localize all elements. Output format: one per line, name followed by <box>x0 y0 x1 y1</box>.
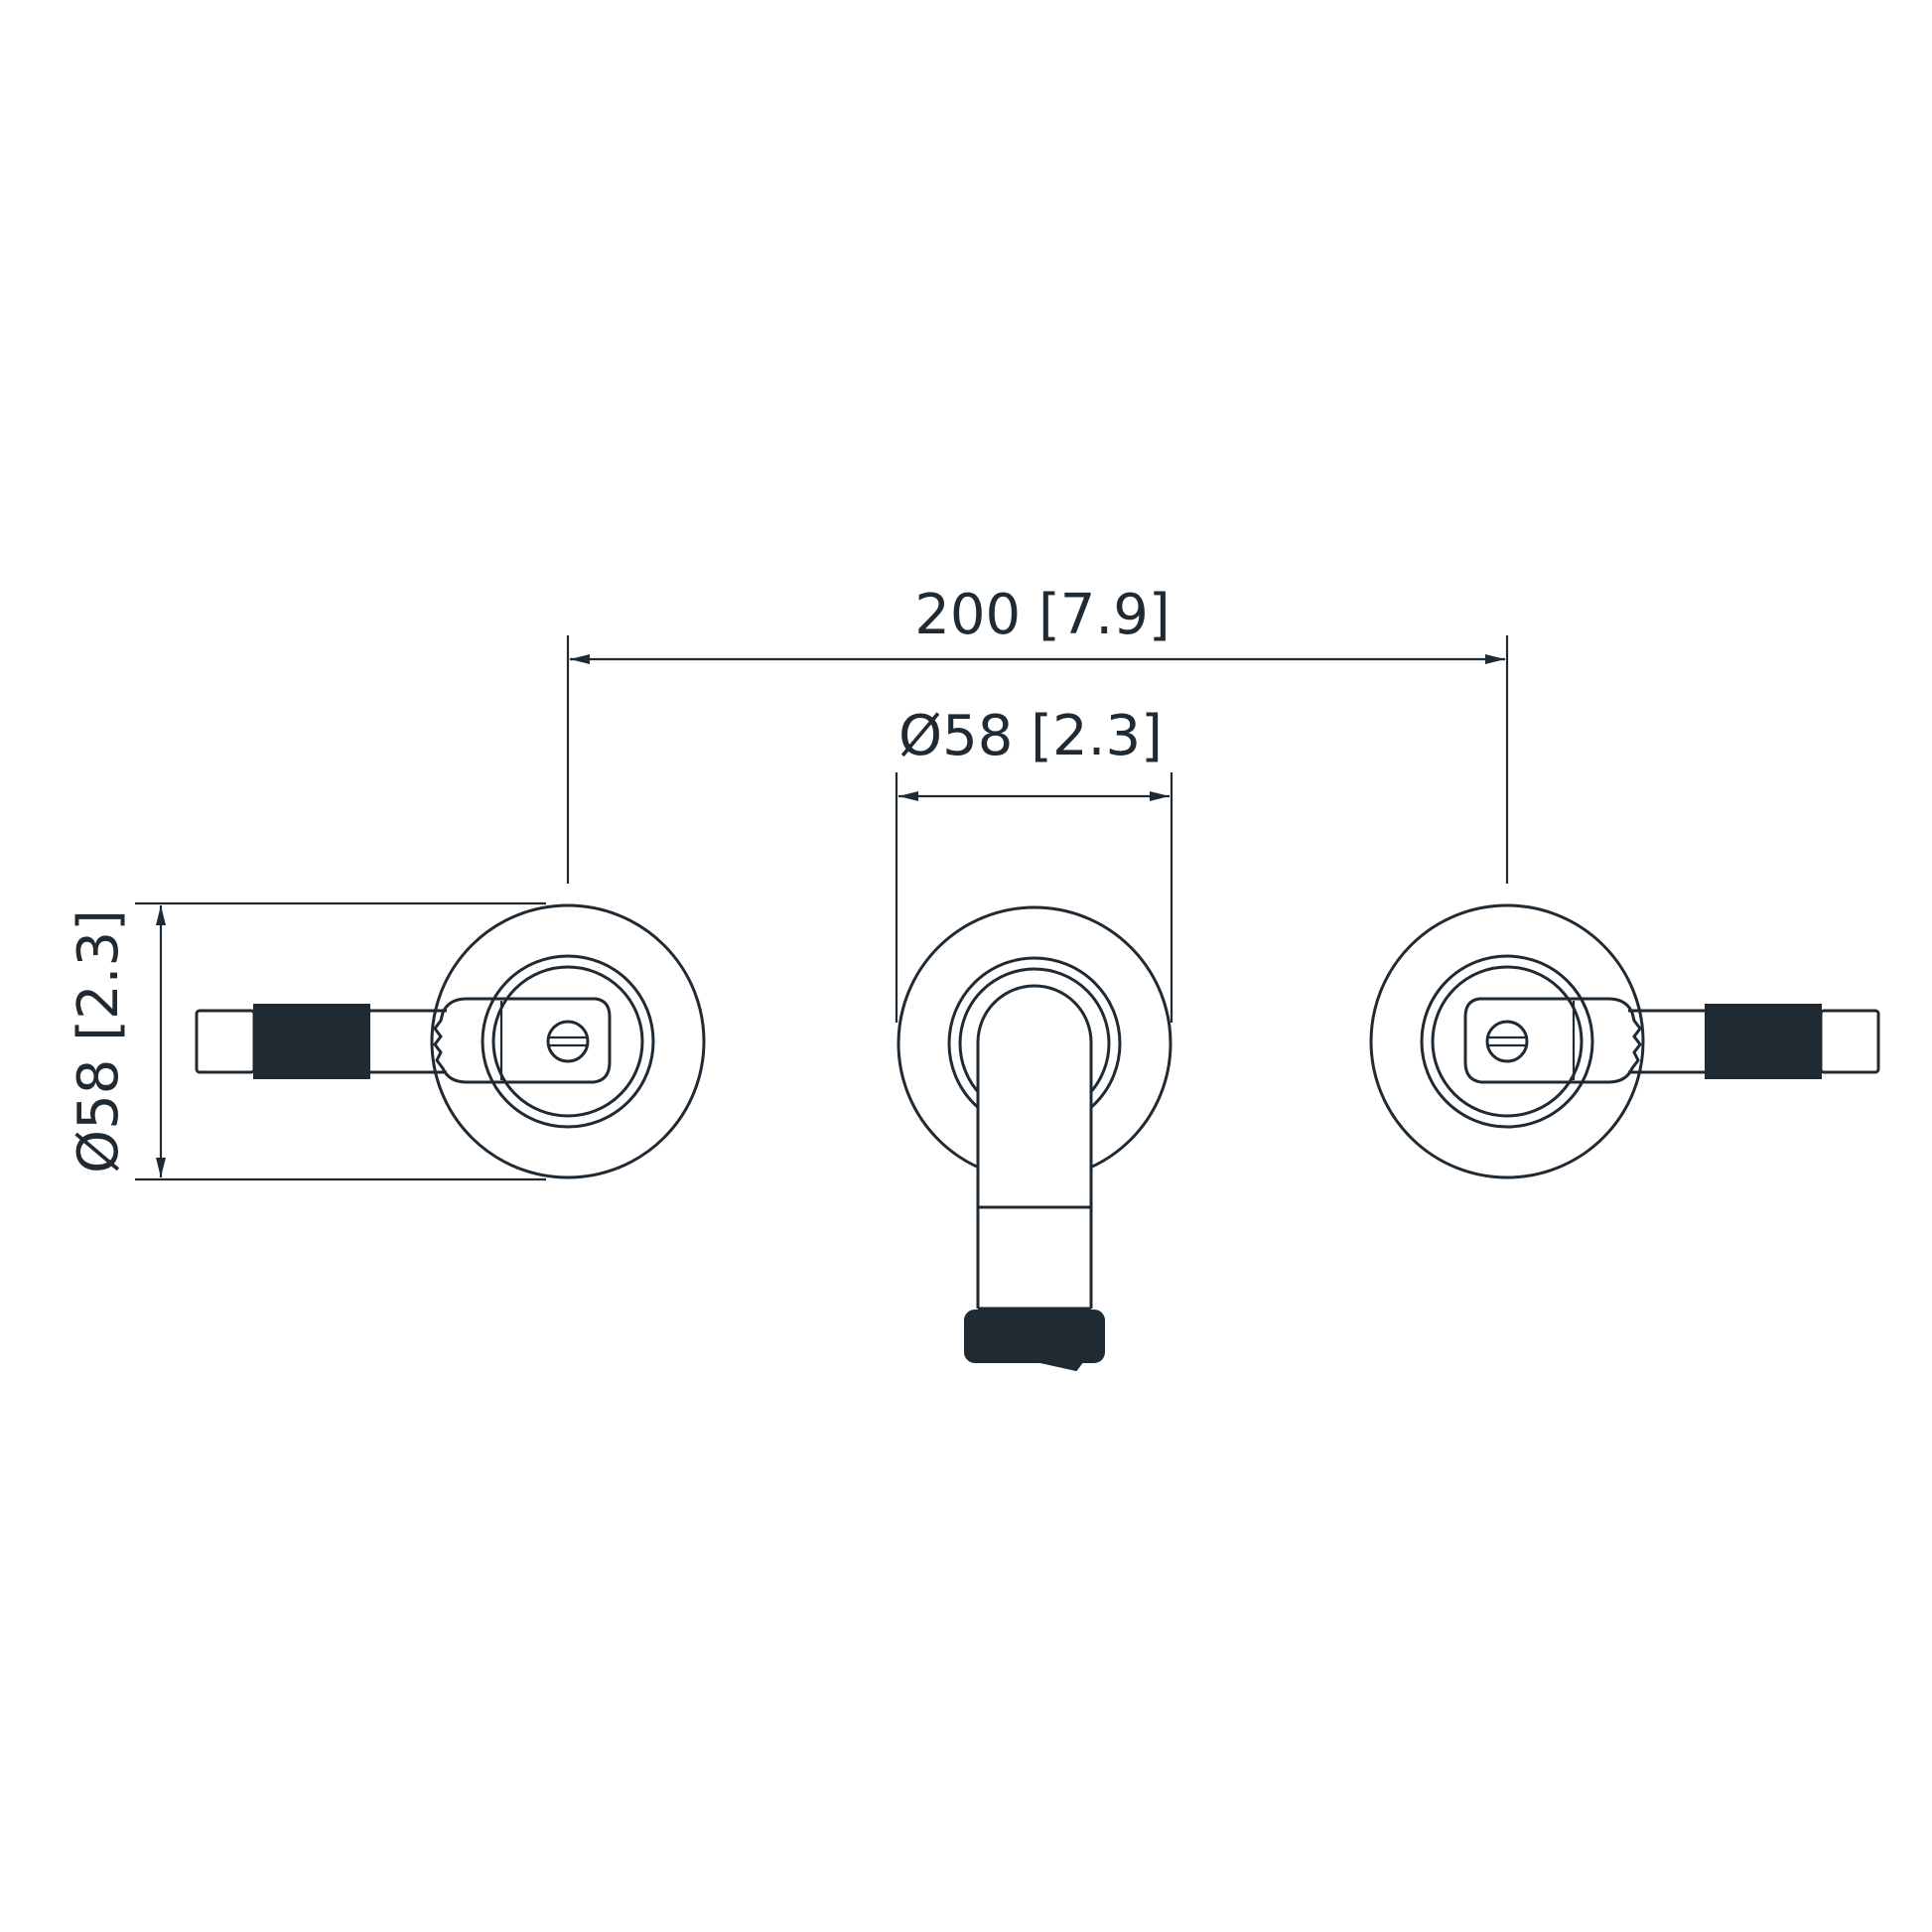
right-handle-escutcheon-outer <box>1369 903 1645 1179</box>
right-handle <box>1369 903 1880 1179</box>
spout-diameter-label: Ø58 [2.3] <box>898 704 1163 768</box>
left-handle-lever-tip <box>195 1009 256 1074</box>
left-handle-escutcheon-outer <box>430 903 706 1179</box>
right-handle-lever-tip <box>1819 1009 1880 1074</box>
spout-aerator <box>964 1310 1105 1363</box>
right-handle-hub <box>1463 997 1642 1084</box>
spout-aerator-tab <box>1039 1361 1084 1372</box>
handle-diameter-dimension: Ø58 [2.3] <box>67 901 546 1181</box>
spout-body <box>976 984 1093 1309</box>
left-handle-escutcheon-inner <box>491 965 644 1118</box>
spacing-label: 200 [7.9] <box>914 583 1170 647</box>
left-handle-hub <box>433 997 612 1084</box>
left-handle <box>195 903 706 1179</box>
handle-diameter-label: Ø58 [2.3] <box>67 909 131 1173</box>
right-handle-escutcheon-inner <box>1431 965 1584 1118</box>
right-handle-screw <box>1485 1020 1529 1063</box>
spacing-dimension: 200 [7.9] <box>566 583 1509 884</box>
right-handle-lever-grip <box>1705 1004 1822 1079</box>
left-handle-escutcheon-ring <box>481 954 655 1129</box>
left-handle-screw <box>546 1020 590 1063</box>
spout-diameter-dimension: Ø58 [2.3] <box>895 704 1173 1023</box>
right-handle-escutcheon-ring <box>1420 954 1594 1129</box>
left-handle-lever-grip <box>253 1004 370 1079</box>
spout <box>897 905 1173 1372</box>
